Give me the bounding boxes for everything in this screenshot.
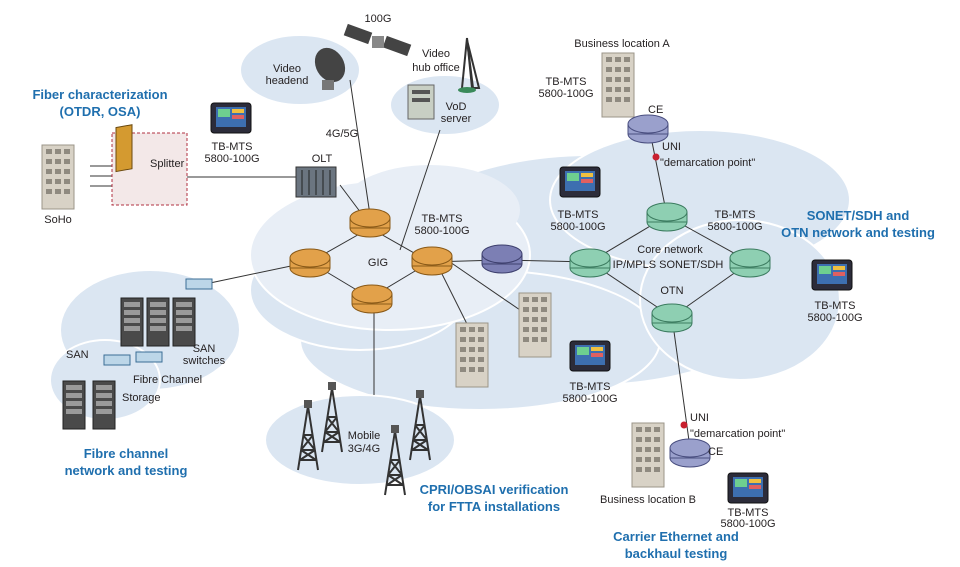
ce-heading: Carrier Ethernet and xyxy=(613,529,739,544)
tester-label: TB-MTS xyxy=(570,381,611,393)
demarcation-dot xyxy=(680,421,688,429)
video-hub-label: Video xyxy=(422,48,450,60)
tester-label: 5800-100G xyxy=(807,312,862,324)
gig-label: GIG xyxy=(368,257,388,269)
sonet-heading: SONET/SDH and xyxy=(807,208,910,223)
fiber-heading: Fiber characterization xyxy=(32,87,167,102)
tester-label: 5800-100G xyxy=(550,221,605,233)
router-icon xyxy=(729,248,771,278)
tester-label: 5800-100G xyxy=(707,221,762,233)
uni-label: UNI xyxy=(662,141,681,153)
tester-label: TB-MTS xyxy=(558,209,599,221)
cpri-heading: for FTTA installations xyxy=(428,499,560,514)
router-icon xyxy=(411,246,453,276)
mobile-cloud xyxy=(264,394,456,486)
ce-label: CE xyxy=(708,446,723,458)
tester-label: TB-MTS xyxy=(715,209,756,221)
satellite-icon xyxy=(343,23,412,57)
olt-label: OLT xyxy=(312,153,333,165)
otn-label: OTN xyxy=(660,285,683,297)
tester-label: 5800-100G xyxy=(204,153,259,165)
fc-switch-icon xyxy=(103,278,213,366)
ce-label: CE xyxy=(648,104,663,116)
fc-heading: Fibre channel xyxy=(84,446,169,461)
business-b-label: Business location B xyxy=(600,494,696,506)
antenna-tower-icon xyxy=(458,37,481,93)
video-headend-label: headend xyxy=(266,75,309,87)
fiber-heading: (OTDR, OSA) xyxy=(60,104,141,119)
router-icon xyxy=(351,284,393,314)
mobile-label: 3G/4G xyxy=(348,443,380,455)
tester-label: TB-MTS xyxy=(422,213,463,225)
splitter-icon xyxy=(115,124,133,173)
tester-label: TB-MTS xyxy=(815,300,856,312)
sonet-heading: OTN network and testing xyxy=(781,225,935,240)
fibre-channel-label: Fibre Channel xyxy=(133,374,202,386)
uni-label: UNI xyxy=(690,412,709,424)
vod-label: server xyxy=(441,113,472,125)
core-network-label: IP/MPLS SONET/SDH xyxy=(613,259,724,271)
router-icon xyxy=(646,202,688,232)
demarcation-label: "demarcation point" xyxy=(690,428,785,440)
demarcation-label: "demarcation point" xyxy=(660,157,755,169)
mobile-label: Mobile xyxy=(348,430,380,442)
splitter-label: Splitter xyxy=(150,158,185,170)
tester-device-icon xyxy=(559,166,601,198)
satellite-label: 100G xyxy=(365,13,392,25)
demarcation-dot xyxy=(652,153,660,161)
vod-label: VoD xyxy=(446,101,467,113)
router-icon xyxy=(651,303,693,333)
san-switches-label: switches xyxy=(183,355,226,367)
video-hub-label: hub office xyxy=(412,62,460,74)
soho-label: SoHo xyxy=(44,214,72,226)
ce-heading: backhaul testing xyxy=(625,546,728,561)
satellite-dish-icon xyxy=(314,47,346,90)
tester-label: 5800-100G xyxy=(414,225,469,237)
tester-label: TB-MTS xyxy=(728,507,769,519)
tester-label: 5800-100G xyxy=(720,518,775,530)
link-4g5g-label: 4G/5G xyxy=(326,128,358,140)
router-icon xyxy=(289,248,331,278)
tester-label: 5800-100G xyxy=(538,88,593,100)
tester-device-icon xyxy=(727,472,769,504)
tester-device-icon xyxy=(569,340,611,372)
tester-label: TB-MTS xyxy=(546,76,587,88)
gig-cloud xyxy=(249,165,531,331)
san-server-icon xyxy=(172,297,196,347)
tester-label: TB-MTS xyxy=(212,141,253,153)
vod-server-icon xyxy=(407,84,435,120)
business-a-label: Business location A xyxy=(574,38,670,50)
router-icon xyxy=(481,244,523,274)
san-switches-label: SAN xyxy=(193,343,216,355)
olt-rack-icon xyxy=(295,166,337,198)
storage-icon xyxy=(92,380,116,430)
router-icon xyxy=(569,248,611,278)
core-building-icon xyxy=(518,292,552,358)
tester-device-icon xyxy=(811,259,853,291)
san-server-icon xyxy=(146,297,170,347)
storage-icon xyxy=(62,380,86,430)
ce-router-icon xyxy=(627,114,669,144)
tester-device-icon xyxy=(210,102,252,134)
storage-label: Storage xyxy=(122,392,161,404)
san-server-icon xyxy=(120,297,144,347)
san-label: SAN xyxy=(66,349,89,361)
tester-label: 5800-100G xyxy=(562,393,617,405)
core-building-icon-2 xyxy=(455,322,489,388)
business-a-building-icon xyxy=(601,52,635,118)
router-icon xyxy=(349,208,391,238)
fc-heading: network and testing xyxy=(65,463,188,478)
core-network-label: Core network xyxy=(637,244,703,256)
video-headend-label: Video xyxy=(273,63,301,75)
soho-building-icon xyxy=(41,144,75,210)
cpri-heading: CPRI/OBSAI verification xyxy=(420,482,569,497)
ce-router-icon xyxy=(669,438,711,468)
business-b-building-icon xyxy=(631,422,665,488)
